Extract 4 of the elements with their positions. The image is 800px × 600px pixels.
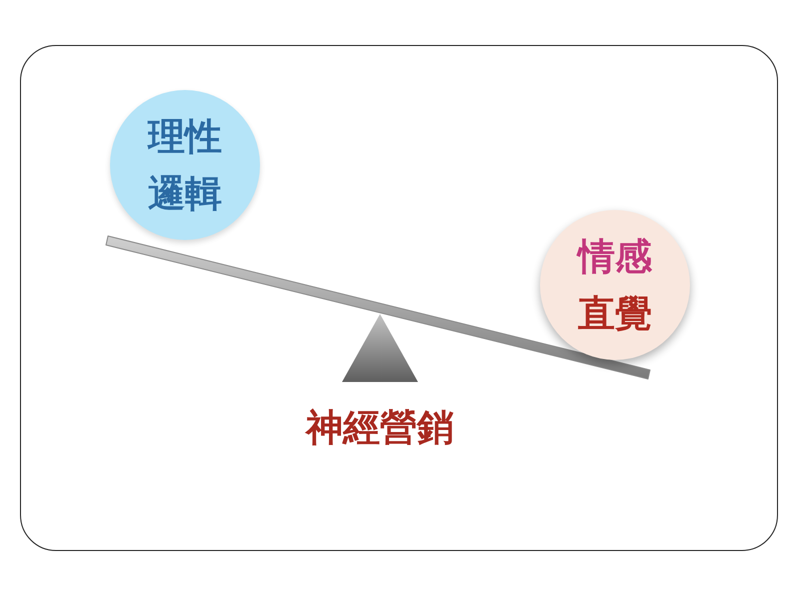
- fulcrum-caption: 神經營銷: [306, 406, 454, 450]
- concept-text: 理性邏輯: [146, 114, 223, 217]
- concept-text: 情感: [575, 234, 653, 280]
- concept-text: 直覺: [577, 291, 653, 337]
